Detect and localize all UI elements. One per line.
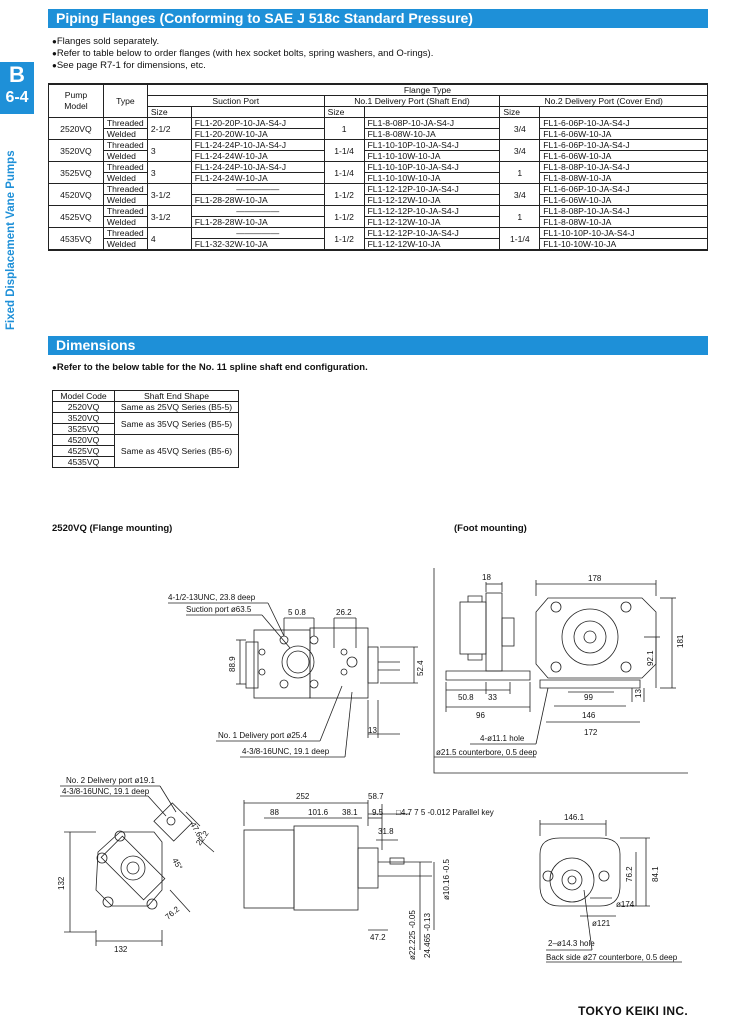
dimensions-note: Refer to the below table for the No. 11 … [52,362,368,373]
foot-dim-50-8: 50.8 [458,693,474,702]
foot-dim-172: 172 [584,728,598,737]
dim-10-16: ø10.16 -0.5 [442,859,451,900]
model-code: 4535VQ [52,456,115,468]
dim-76-2: 76.2 [164,904,182,921]
label-no2-port: No. 2 Delivery port ø19.1 [66,776,155,785]
dim-50-8: 5 0.8 [288,608,306,617]
dim-88: 88 [270,808,279,817]
type-threaded: Threaded [102,227,148,239]
label-bolt-suction: 4-1/2-13UNC, 23.8 deep [168,593,256,602]
foot-dim-181: 181 [676,634,685,648]
foot-dim-146: 146 [582,711,596,720]
dim-45: 45° [170,857,184,872]
dimensions-section-title: Dimensions [48,336,708,355]
foot-dim-33: 33 [488,693,497,702]
foot-dim-18: 18 [482,573,491,582]
type-welded: Welded [102,238,148,251]
dim-13: 13 [368,726,377,735]
header-pump-model: Pump Model [48,83,104,118]
dim-132-v: 132 [57,876,66,890]
dim-31-8: 31.8 [378,827,394,836]
fig-title-foot: (Foot mounting) [454,523,527,534]
note: See page R7-1 for dimensions, etc. [52,60,433,72]
dim-174: ø174 [616,900,635,909]
dim-24-465: 24.465 -0.13 [423,913,432,958]
pump-front-view [168,602,418,758]
pump-model: 4525VQ [48,205,104,228]
foot-dim-96: 96 [476,711,485,720]
foot-front-view [434,580,676,758]
no2-size: 1 [499,205,541,228]
piping-section-title: Piping Flanges (Conforming to SAE J 518c… [48,9,708,28]
label-bolt-no1: 4-3/8-16UNC, 19.1 deep [242,747,330,756]
label-no1-port: No. 1 Delivery port ø25.4 [218,731,307,740]
no2-size: 1-1/4 [499,227,541,251]
suction-threaded: ————— [190,227,325,239]
note: Refer to table below to order flanges (w… [52,48,433,60]
label-parallel-key: □4.7 7 5 -0.012 Parallel key [396,808,494,817]
section-number: 6-4 [5,89,29,106]
section-letter: B [9,62,25,87]
label-back-cbore: Back side ø27 counterbore, 0.5 deep [546,953,678,962]
shaft-shape: Same as 45VQ Series (B5-6) [114,434,239,468]
foot-cbore-label: ø21.5 counterbore, 0.5 deep [436,748,538,757]
suction-welded: FL1-32-32W-10-JA [190,238,325,251]
dim-76-2-b: 76.2 [625,866,634,882]
note: Flanges sold separately. [52,36,433,48]
foot-dim-92-1: 92.1 [646,650,655,666]
label-back-hole: 2–ø14.3 hole [548,939,595,948]
piping-notes: Flanges sold separately. Refer to table … [52,36,433,72]
flange-row: Welded FL1-32-32W-10-JA FL1-12-12W-10-JA FL… [49,238,708,251]
foot-hole-label: 4-ø11.1 hole [480,734,525,743]
section-tab: B 6-4 [0,62,34,114]
no2-threaded: FL1-10-10P-10-JA-S4-J [539,227,708,239]
pump-side-view [243,800,435,950]
fig-title-flange: 2520VQ (Flange mounting) [52,523,173,534]
dim-132-h: 132 [114,945,128,954]
foot-dim-13: 13 [634,689,643,698]
foot-side-view [445,582,531,712]
dim-47-2: 47.2 [370,933,386,942]
cover-end-view [60,785,215,946]
dim-88-9: 88.9 [228,656,237,672]
pump-end-view [539,820,682,963]
no2-welded: FL1-10-10W-10-JA [539,238,708,251]
dim-22-225: ø22.225 -0.05 [408,910,417,960]
shaft-table: Model Code Shaft End Shape 2520VQ Same a… [52,390,239,468]
label-bolt-no2: 4-3/8-16UNC, 19.1 deep [62,787,150,796]
header-type: Type [102,83,148,118]
no1-welded: FL1-12-12W-10-JA [363,238,501,251]
foot-dim-178: 178 [588,574,602,583]
dim-252: 252 [296,792,310,801]
dim-121: ø121 [592,919,611,928]
foot-dim-99: 99 [584,693,593,702]
footer-company: TOKYO KEIKI INC. [578,1004,688,1018]
dim-52-4: 52.4 [416,660,425,676]
foot-frame-line [433,568,688,774]
flange-table: Pump Model Type Flange Type Suction Port… [48,83,709,251]
dim-38-1: 38.1 [342,808,358,817]
dim-58-7: 58.7 [368,792,384,801]
dim-26-2: 26.2 [336,608,352,617]
no1-threaded: FL1-12-12P-10-JA-S4-J [363,227,501,239]
dim-9-5: 9.5 [372,808,384,817]
dim-84-1: 84.1 [651,866,660,882]
dim-146-1: 146.1 [564,813,585,822]
dim-101-6: 101.6 [308,808,329,817]
label-suction-port: Suction port ø63.5 [186,605,252,614]
